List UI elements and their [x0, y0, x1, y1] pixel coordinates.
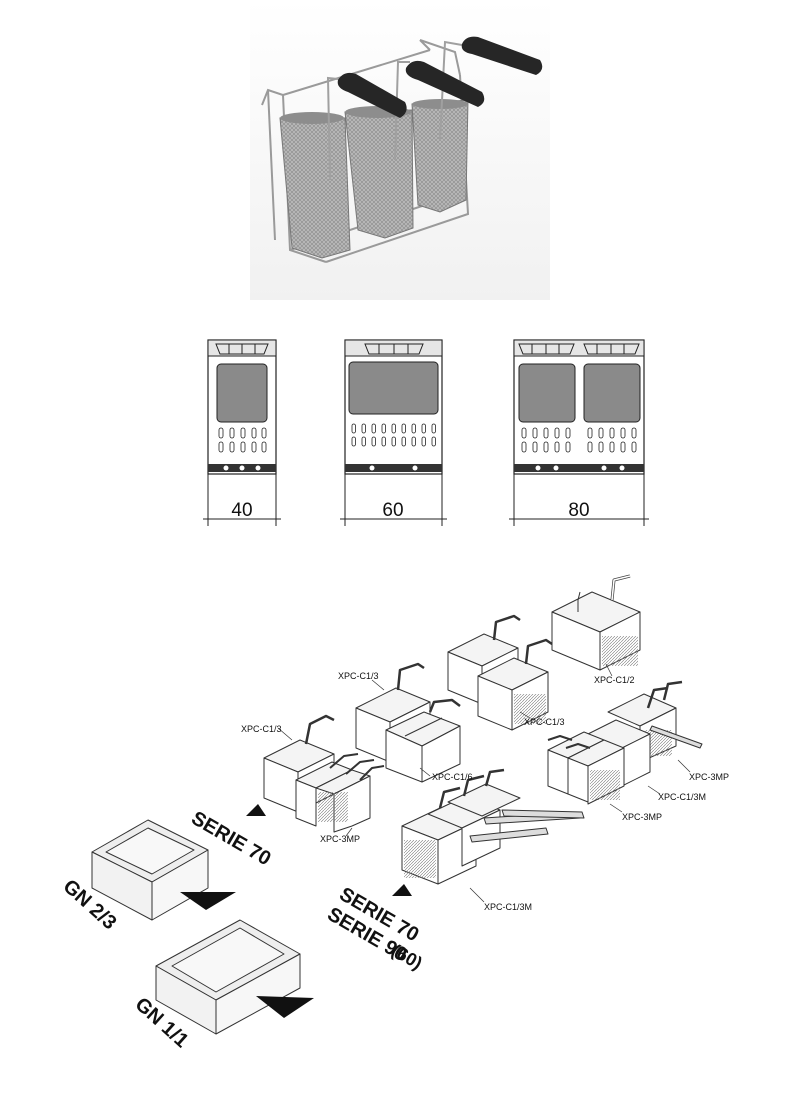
label-xpc-3mp-a: XPC-3MP: [689, 772, 729, 782]
gn23-arrow-icon: [180, 892, 236, 910]
front-view-60: 60: [340, 339, 447, 526]
label-xpc-c1-6: XPC-C1/6: [432, 772, 473, 782]
gn-1-1-container: [155, 919, 301, 1035]
label-xpc-c1-3-c: XPC-C1/3: [524, 717, 565, 727]
serie70-arrow-icon: [246, 804, 266, 816]
basket-xpc-c1-3m-bottom: [401, 768, 585, 885]
basket-xpc-c1-3-c1-6: [355, 662, 461, 783]
label-xpc-3mp-b: XPC-3MP: [622, 812, 662, 822]
gn-2-3-container: [91, 819, 209, 921]
black-handle-grip: [337, 36, 543, 118]
label-xpc-c1-3-a: XPC-C1/3: [338, 671, 379, 681]
label-xpc-c1-2: XPC-C1/2: [594, 675, 635, 685]
front-view-80: 80: [509, 339, 649, 526]
mesh-basket-left: [279, 112, 351, 259]
gn11-arrow-icon: [256, 996, 314, 1018]
basket-set-photo: [250, 0, 550, 300]
label-xpc-3mp-c: XPC-3MP: [320, 834, 360, 844]
label-leaders: [277, 663, 691, 903]
basket-xpc-c1-2: [551, 574, 641, 671]
direction-arrows: [180, 804, 412, 1018]
front-view-40: 40: [203, 339, 281, 526]
label-xpc-c1-3m-a: XPC-C1/3M: [658, 792, 706, 802]
width-label-40: 40: [231, 500, 252, 521]
width-label-60: 60: [382, 500, 403, 521]
basket-xpc-c1-3-pair: [447, 614, 553, 731]
width-label-80: 80: [568, 500, 589, 521]
basket-xpc-c1-3m-3mp-right: [547, 680, 703, 805]
basket-xpc-c1-3-3mp: [263, 714, 385, 833]
label-xpc-c1-3-b: XPC-C1/3: [241, 724, 282, 734]
mesh-basket-right: [411, 99, 469, 213]
serie70-90-arrow-icon: [392, 884, 412, 896]
label-xpc-c1-3m-b: XPC-C1/3M: [484, 902, 532, 912]
